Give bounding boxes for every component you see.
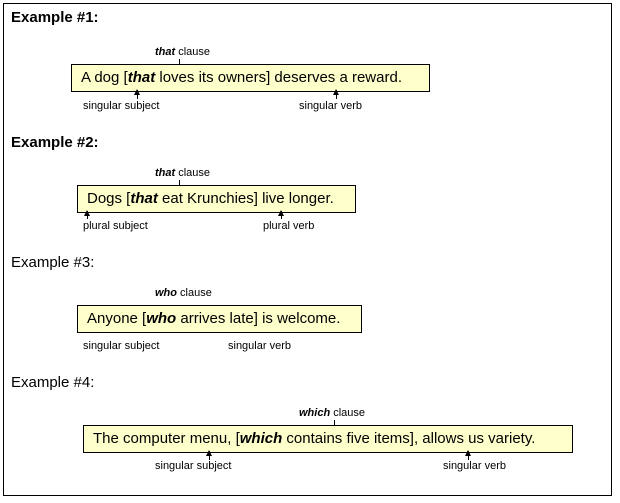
example-4-verb-arrow — [465, 450, 471, 460]
sentence-text-after: eat Krunchies] live longer. — [157, 190, 334, 207]
example-2-verb-label: plural verb — [263, 220, 315, 232]
example-3-heading: Example #3: — [11, 254, 95, 271]
sentence-keyword: that — [127, 69, 156, 86]
clause-keyword: who — [155, 287, 177, 299]
example-1-verb-arrow — [333, 89, 339, 99]
example-4-subject-arrow — [206, 450, 212, 460]
sentence-text-before: A dog [ — [81, 69, 128, 86]
example-1-subject-label: singular subject — [83, 100, 160, 112]
clause-word: clause — [177, 287, 212, 299]
example-4-clause-label: which clause — [299, 407, 365, 419]
example-3-verb-label: singular verb — [228, 340, 291, 352]
example-1-clause-label: that clause — [155, 46, 210, 58]
example-2-clause-label: that clause — [155, 167, 210, 179]
example-1-subject-arrow — [134, 89, 140, 99]
example-1-sentence-box: A dog [that loves its owners] deserves a… — [71, 64, 430, 92]
example-4-subject-label: singular subject — [155, 460, 232, 472]
sentence-text-before: Anyone [ — [87, 310, 147, 327]
sentence-text-after: loves its owners] deserves a reward. — [155, 69, 402, 86]
example-2-subject-label: plural subject — [83, 220, 148, 232]
example-3-subject-label: singular subject — [83, 340, 160, 352]
clause-keyword: that — [155, 167, 176, 179]
example-2-subject-arrow — [84, 210, 90, 219]
sentence-text-after: contains five items], allows us variety. — [282, 430, 536, 447]
example-2-verb-arrow — [278, 210, 284, 219]
example-2-heading: Example #2: — [11, 134, 99, 151]
sentence-text-before: The computer menu, [ — [93, 430, 240, 447]
sentence-keyword: that — [130, 190, 158, 207]
sentence-text-before: Dogs [ — [87, 190, 131, 207]
sentence-keyword: who — [146, 310, 177, 327]
clause-word: clause — [175, 46, 211, 58]
example-3-sentence-box: Anyone [who arrives late] is welcome. — [77, 305, 362, 333]
example-4-heading: Example #4: — [11, 374, 95, 391]
clause-word: clause — [330, 407, 366, 419]
example-1-verb-label: singular verb — [299, 100, 362, 112]
example-4-sentence-box: The computer menu, [which contains five … — [83, 425, 573, 453]
example-1-heading: Example #1: — [11, 9, 99, 26]
clause-word: clause — [175, 167, 211, 179]
example-3-clause-label: who clause — [155, 287, 212, 299]
clause-keyword: that — [155, 46, 176, 58]
example-2-sentence-box: Dogs [that eat Krunchies] live longer. — [77, 185, 356, 213]
clause-keyword: which — [299, 407, 331, 419]
sentence-keyword: which — [239, 430, 283, 447]
sentence-text-after: arrives late] is welcome. — [176, 310, 341, 327]
example-4-verb-label: singular verb — [443, 460, 506, 472]
